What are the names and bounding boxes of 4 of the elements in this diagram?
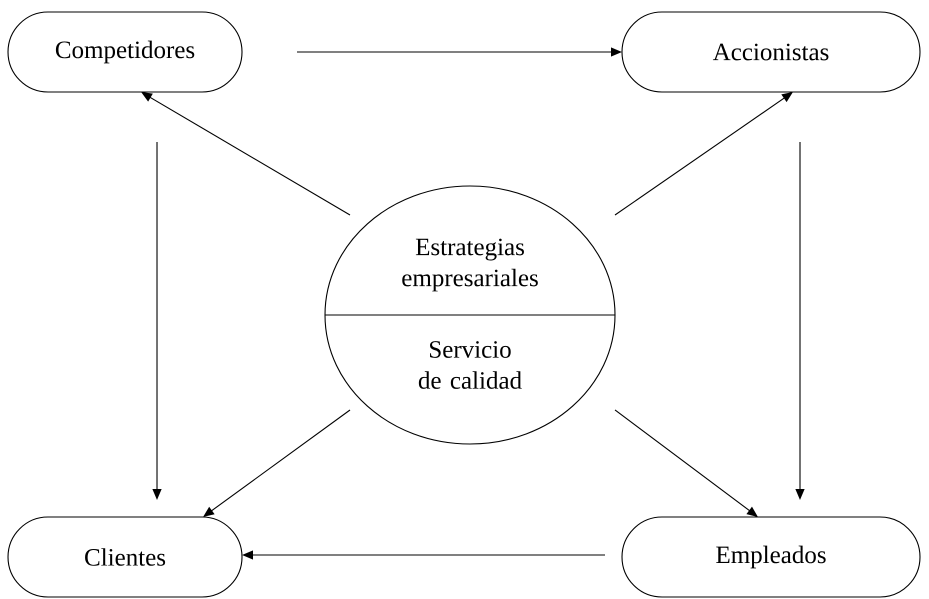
- rounded-box: Accionistas: [621, 11, 921, 93]
- rounded-box: Clientes: [7, 516, 243, 598]
- rounded-box: Empleados: [621, 516, 921, 598]
- rounded-box: Competidores: [7, 11, 243, 93]
